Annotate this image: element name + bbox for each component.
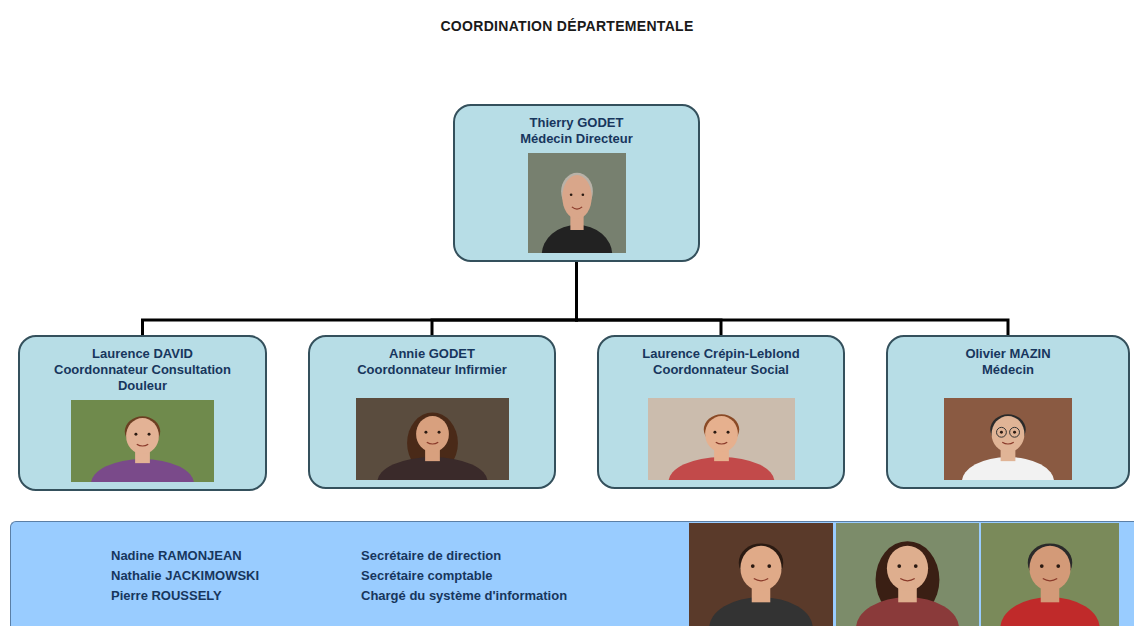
photo-glasses — [1010, 427, 1020, 437]
org-connector — [143, 262, 577, 335]
photo-mouth — [1043, 579, 1057, 581]
photo-eye — [134, 433, 137, 436]
photo-eye — [148, 433, 151, 436]
portrait-photo — [944, 398, 1072, 480]
person-role: Coordonnateur Infirmier — [357, 362, 507, 378]
photo-eye — [424, 431, 427, 434]
photo-mouth — [426, 442, 437, 444]
org-connector — [577, 262, 722, 335]
photo-eye — [581, 193, 584, 196]
portrait-photo — [528, 153, 626, 253]
photo-face — [992, 416, 1025, 452]
photo-eye — [1000, 431, 1003, 434]
person-role: Coordonnateur Social — [653, 362, 789, 378]
photo-face — [705, 416, 738, 452]
person-box: Thierry GODETMédecin Directeur — [453, 104, 700, 262]
photo-eye — [1013, 431, 1016, 434]
photo-face — [740, 546, 781, 591]
photo-face — [416, 416, 449, 452]
photo-eye — [914, 564, 918, 568]
photo-eye — [1056, 564, 1060, 568]
photo-face — [126, 418, 159, 454]
photo-mouth — [754, 579, 768, 581]
photo-eye — [713, 431, 716, 434]
chart-title: COORDINATION DÉPARTEMENTALE — [0, 18, 1134, 34]
portrait-photo — [836, 523, 979, 626]
person-name: Thierry GODET — [530, 115, 624, 131]
photo-eye — [1040, 564, 1044, 568]
photo-eye — [569, 193, 572, 196]
photo-eye — [897, 564, 901, 568]
staff-name: Nathalie JACKIMOWSKI — [111, 568, 361, 584]
photo-face — [1029, 546, 1070, 591]
person-role: Coordonnateur Consultation Douleur — [53, 362, 233, 394]
photo-eye — [726, 431, 729, 434]
person-box: Olivier MAZINMédecin — [886, 335, 1130, 489]
photo-eye — [767, 564, 771, 568]
portrait-photo — [648, 398, 795, 480]
photo-eye — [437, 431, 440, 434]
person-name: Annie GODET — [389, 346, 475, 362]
photo-glasses — [997, 427, 1007, 437]
person-name: Laurence DAVID — [92, 346, 193, 362]
person-box: Laurence DAVIDCoordonnateur Consultation… — [18, 335, 267, 491]
staff-name: Pierre ROUSSELY — [111, 588, 361, 604]
photo-face — [562, 175, 591, 219]
staff-band: Nadine RAMONJEANSecrétaire de directionN… — [10, 521, 1134, 626]
org-connector — [577, 262, 1009, 335]
org-connector — [432, 262, 577, 335]
portrait-photo — [981, 523, 1119, 626]
photo-mouth — [1002, 442, 1013, 444]
person-role: Médecin Directeur — [520, 131, 633, 147]
portrait-photo — [689, 523, 833, 626]
photo-mouth — [571, 207, 581, 209]
staff-name: Nadine RAMONJEAN — [111, 548, 361, 564]
person-box: Laurence Crépin-LeblondCoordonnateur Soc… — [597, 335, 845, 489]
staff-role: Chargé du système d'information — [361, 588, 681, 604]
photo-mouth — [715, 442, 726, 444]
staff-role: Secrétaire de direction — [361, 548, 681, 564]
person-name: Olivier MAZIN — [965, 346, 1050, 362]
photo-mouth — [900, 579, 914, 581]
person-role: Médecin — [982, 362, 1034, 378]
person-box: Annie GODETCoordonnateur Infirmier — [308, 335, 556, 489]
staff-role: Secrétaire comptable — [361, 568, 681, 584]
photo-mouth — [137, 444, 148, 446]
portrait-photo — [71, 400, 214, 482]
photo-face — [887, 546, 928, 591]
person-name: Laurence Crépin-Leblond — [642, 346, 799, 362]
photo-eye — [751, 564, 755, 568]
portrait-photo — [356, 398, 509, 480]
